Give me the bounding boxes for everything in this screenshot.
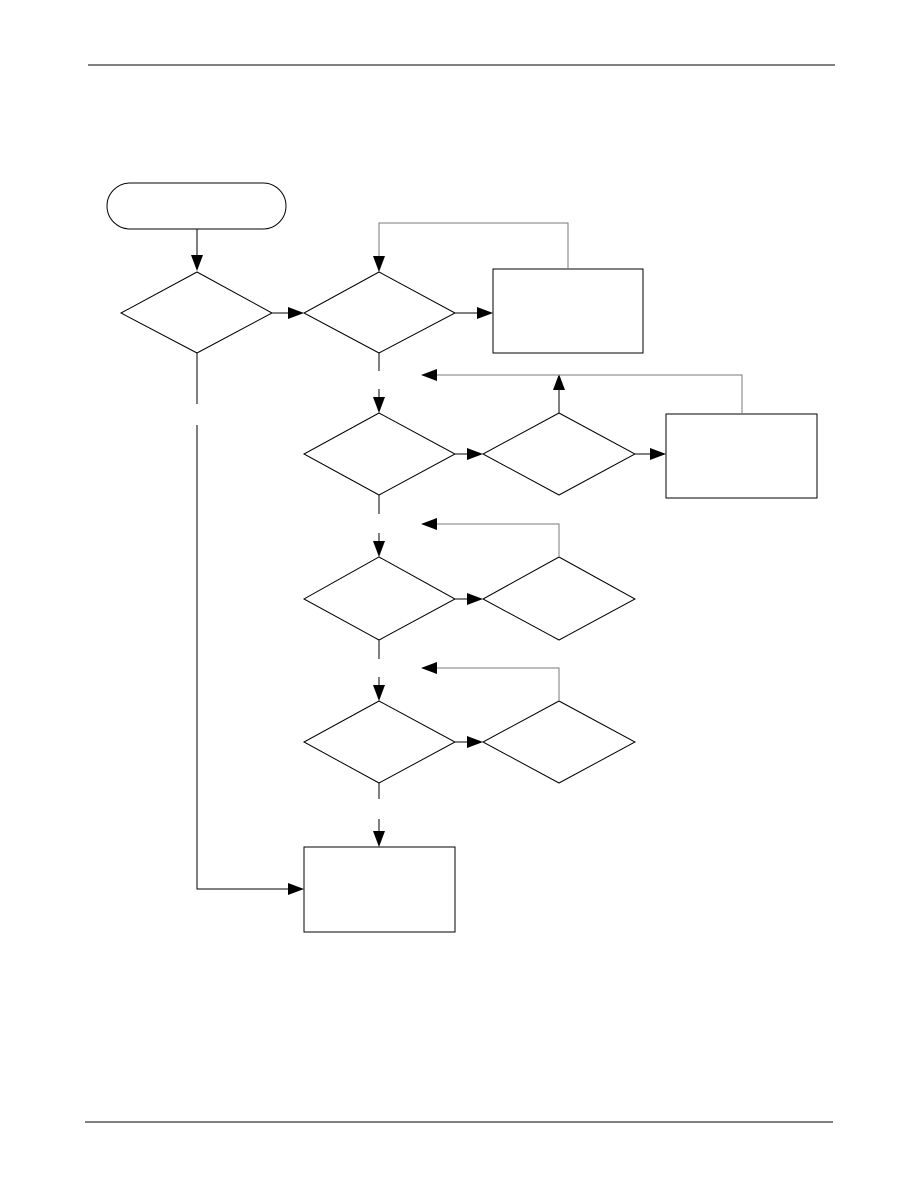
arrowhead-feedback-row1 xyxy=(373,256,385,272)
arrowhead-row3-to-row4 xyxy=(373,685,385,701)
process-row2-right xyxy=(665,413,818,499)
arrowhead-row2right-up xyxy=(553,374,565,390)
arrowhead-start-to-decision xyxy=(191,255,203,271)
arrowhead-feedback-row3 xyxy=(421,518,437,530)
arrowhead-row1-to-row2 xyxy=(373,397,385,413)
arrowhead-left-to-row1 xyxy=(288,307,304,319)
feedback-row3-right xyxy=(437,523,560,557)
arrowhead-row2-to-row3 xyxy=(373,541,385,557)
decision-left xyxy=(119,271,274,354)
arrowhead-row3-to-right xyxy=(467,593,483,605)
feedback-process-to-row1 xyxy=(378,222,569,269)
decision-row3-right xyxy=(481,556,637,641)
decision-row4 xyxy=(302,700,457,784)
arrowhead-feedback-row2 xyxy=(421,369,437,381)
feedback-row4-right xyxy=(437,667,560,701)
process-row1-right xyxy=(492,268,644,354)
decision-row1 xyxy=(302,271,457,354)
decision-row3 xyxy=(302,556,457,641)
arrowhead-row2-to-right xyxy=(467,448,483,460)
arrowhead-row4-to-right xyxy=(467,736,483,748)
connector-left-down-b xyxy=(196,425,288,890)
decision-row4-right xyxy=(481,700,637,784)
arrowhead-feedback-row4 xyxy=(421,662,437,674)
feedback-process-row2 xyxy=(437,374,743,414)
arrowhead-left-to-end xyxy=(288,883,304,895)
decision-row2-right xyxy=(481,412,637,496)
process-end xyxy=(303,846,456,933)
arrowhead-row4-to-end xyxy=(373,831,385,847)
decision-row2 xyxy=(302,412,457,496)
arrowhead-row2right-to-process xyxy=(650,448,666,460)
start-terminal xyxy=(106,182,287,230)
arrowhead-row1-to-process xyxy=(477,307,493,319)
